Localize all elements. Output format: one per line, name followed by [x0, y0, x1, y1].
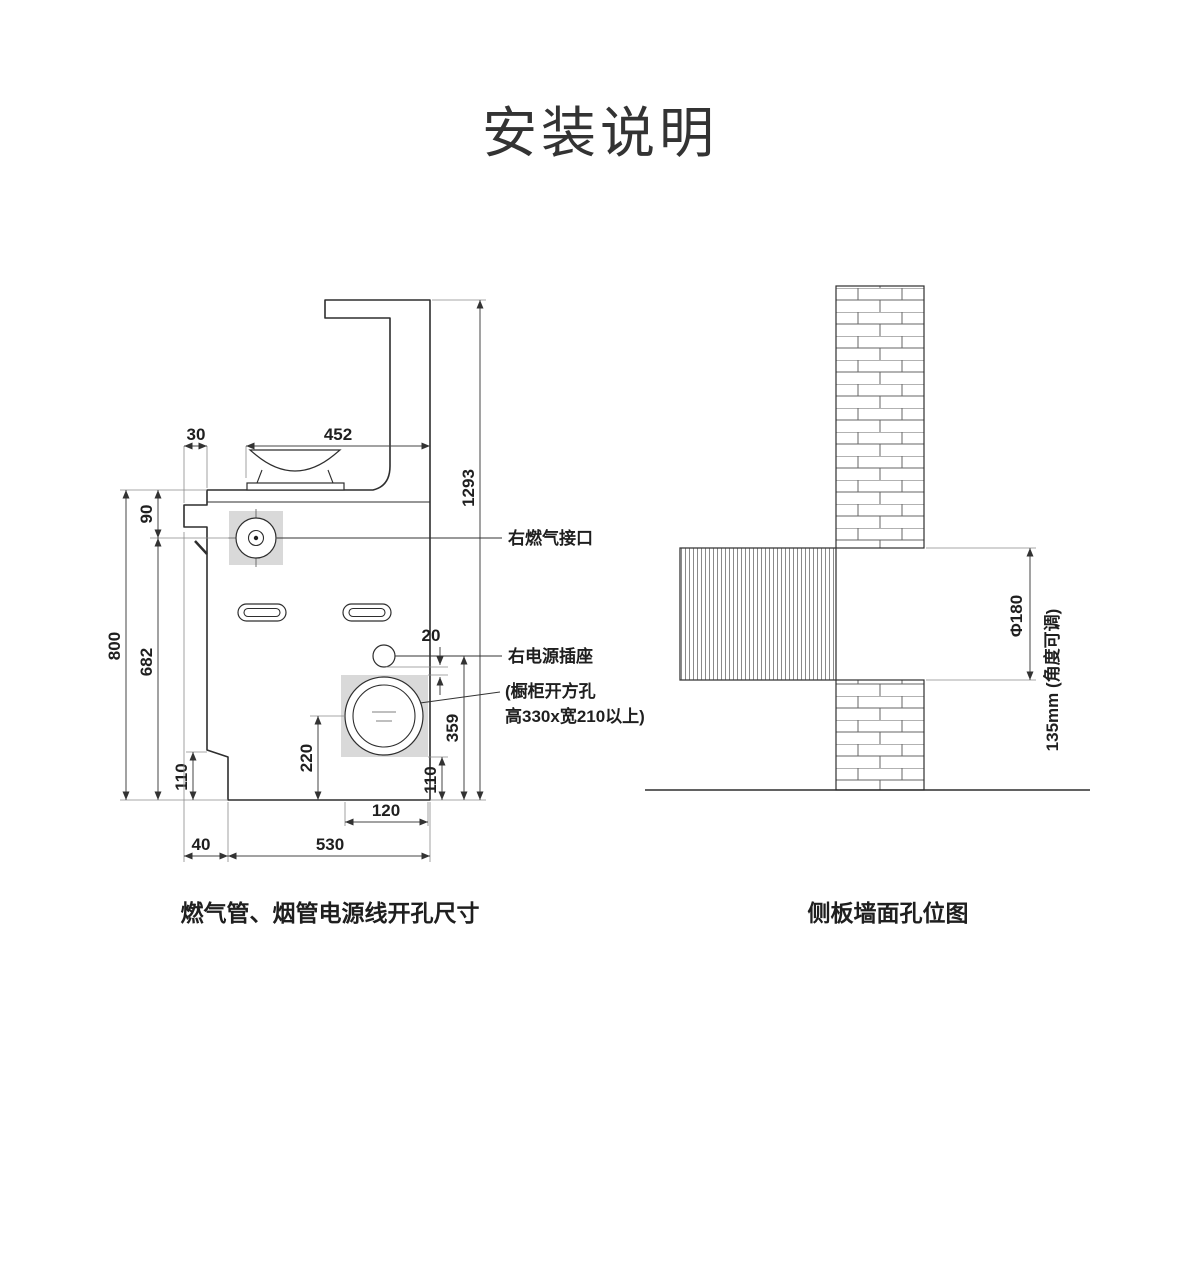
vent-slot-right [342, 603, 392, 622]
left-dimensions: 452 30 1293 90 682 800 [105, 299, 486, 862]
page-title: 安装说明 [481, 102, 718, 164]
right-diagram-caption: 侧板墙面孔位图 [807, 900, 969, 926]
dim-20-label: 20 [422, 626, 441, 645]
dim-diameter-label: Φ180 [1007, 595, 1026, 637]
vent-slots [237, 603, 392, 622]
dim-120-label: 120 [372, 801, 400, 820]
dim-359-label: 359 [443, 714, 462, 742]
gas-connection [228, 509, 284, 567]
dim-110-right-label: 110 [421, 766, 440, 793]
hob-base [246, 482, 345, 491]
dim-220-label: 220 [297, 744, 316, 772]
power-callout-label: 右电源插座 [508, 646, 593, 666]
dim-110-left-label: 110 [172, 763, 191, 790]
duct-hole-marks [372, 711, 396, 722]
pan-support [256, 469, 334, 484]
gas-callout-label: 右燃气接口 [508, 528, 593, 548]
gas-connection-center-dot [253, 535, 259, 541]
dim-offset-label: 135mm (角度可调) [1042, 609, 1062, 752]
dim-90-label: 90 [137, 505, 156, 524]
wok-pan [248, 449, 342, 472]
left-diagram: 452 30 1293 90 682 800 [105, 299, 645, 862]
dim-1293-label: 1293 [459, 469, 478, 507]
dim-452-label: 452 [324, 425, 352, 444]
dim-40-label: 40 [192, 835, 211, 854]
dim-682-label: 682 [137, 648, 156, 676]
dim-530-label: 530 [316, 835, 344, 854]
gas-connection-inner-circle [247, 529, 265, 547]
cabinet-leader-line [419, 691, 501, 704]
cabinet-opening [341, 644, 428, 757]
dim-30-label: 30 [187, 425, 206, 444]
vent-slot-left [237, 603, 287, 622]
power-socket-circle [372, 644, 396, 668]
left-handle [194, 540, 208, 555]
brick-wall-lower [835, 679, 925, 791]
left-callouts: 右燃气接口 右电源插座 (橱柜开方孔 高330x宽210以上) [277, 528, 645, 726]
vent-slot-right-inner [348, 607, 386, 618]
vent-slot-left-inner [243, 607, 281, 618]
duct-hole-inner-circle [352, 684, 416, 748]
right-dimensions: Φ180 135mm (角度可调) [926, 547, 1062, 752]
cabinet-callout-line2: 高330x宽210以上) [505, 706, 645, 726]
dim-800-label: 800 [105, 632, 124, 660]
right-diagram: Φ180 135mm (角度可调) [645, 285, 1090, 791]
cabinet-callout-line1: (橱柜开方孔 [505, 681, 596, 701]
duct-hole-outer-circle [344, 676, 424, 756]
brick-wall-upper [835, 285, 925, 549]
flexible-duct [679, 547, 837, 681]
left-diagram-caption: 燃气管、烟管电源线开孔尺寸 [180, 900, 480, 926]
burner [246, 449, 345, 491]
